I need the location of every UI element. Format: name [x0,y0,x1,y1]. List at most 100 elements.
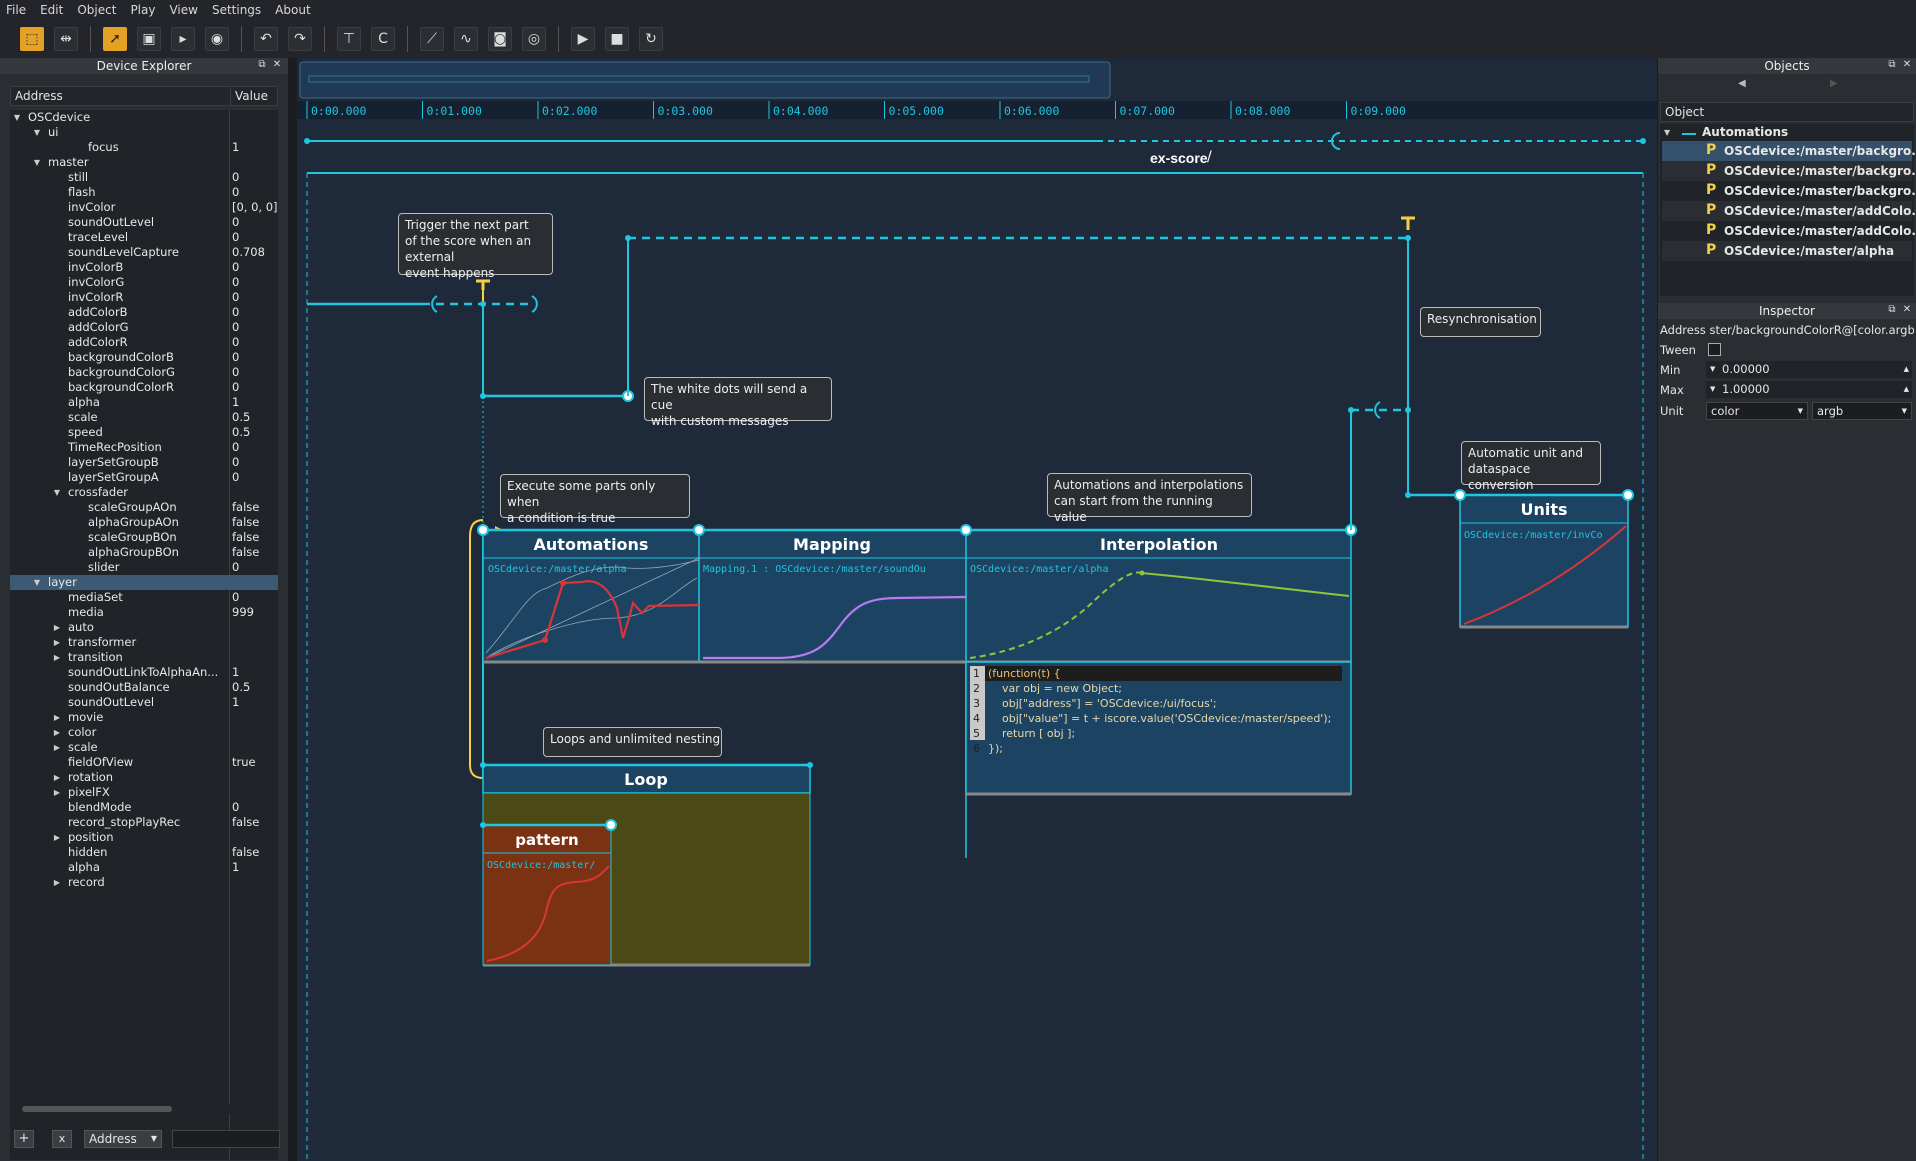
tree-row[interactable]: ▼master [10,155,278,170]
condition-bracket[interactable] [470,520,483,778]
tree-row[interactable]: slider0 [10,560,278,575]
tree-row[interactable]: speed0.5 [10,425,278,440]
collapse-arrow-icon[interactable]: ▶ [52,725,62,740]
note-units[interactable]: Automatic unit and dataspace conversion [1461,441,1601,485]
minimap[interactable] [300,62,1110,98]
tree-row[interactable]: traceLevel0 [10,230,278,245]
interpolation-box-title[interactable]: Interpolation [1100,535,1218,554]
menu-object[interactable]: Object [77,3,116,17]
tree-row[interactable]: addColorR0 [10,335,278,350]
menu-settings[interactable]: Settings [212,3,261,17]
record-icon[interactable]: ◎ [522,27,546,51]
collapse-arrow-icon[interactable]: ▶ [52,620,62,635]
mapping-box-title[interactable]: Mapping [793,535,871,554]
max-spinbox[interactable]: ▼ 1.00000 ▲ [1706,381,1912,398]
object-item[interactable]: POSCdevice:/master/addColo... [1662,221,1912,241]
code-line[interactable]: obj["value"] = t + iscore.value('OSCdevi… [988,712,1331,725]
tree-row-value[interactable]: 0 [232,365,239,380]
edit-name-icon[interactable]: / [1207,149,1212,165]
tree-row-value[interactable]: 0 [232,455,239,470]
objects-group-label[interactable]: Automations [1702,125,1788,139]
note-running-value[interactable]: Automations and interpolations can start… [1047,473,1252,517]
filter-input[interactable] [172,1130,280,1148]
scrollbar-thumb[interactable] [22,1106,172,1112]
tree-row-value[interactable]: false [232,815,259,830]
tree-row[interactable]: ▶scale [10,740,278,755]
tree-row-value[interactable]: 0 [232,380,239,395]
object-item[interactable]: POSCdevice:/master/backgro... [1662,141,1912,161]
tree-row[interactable]: soundOutBalance0.5 [10,680,278,695]
tree-row[interactable]: ▶transition [10,650,278,665]
object-item[interactable]: POSCdevice:/master/addColo... [1662,201,1912,221]
tree-row[interactable]: focus1 [10,140,278,155]
state-icon[interactable]: ◉ [205,27,229,51]
tree-row[interactable]: blendMode0 [10,800,278,815]
tree-row-value[interactable]: 0 [232,800,239,815]
tree-row[interactable]: soundOutLinkToAlphaAn...1 [10,665,278,680]
address-column-header[interactable]: Address [15,87,63,105]
play-icon[interactable]: ▶ [571,27,595,51]
float-icon[interactable]: ⧉ [256,59,268,71]
nav-forward-icon[interactable]: ▶ [1830,78,1838,89]
objects-header[interactable]: Object [1660,102,1914,122]
tree-row-value[interactable]: 1 [232,140,239,155]
play-box-icon[interactable]: ▸ [171,27,195,51]
tree-row-value[interactable]: false [232,515,259,530]
condition-icon[interactable]: C [371,27,395,51]
tree-row-value[interactable]: 0 [232,215,239,230]
collapse-arrow-icon[interactable]: ▶ [52,770,62,785]
stop-icon[interactable]: ■ [605,27,629,51]
tree-row-value[interactable]: 0.5 [232,410,250,425]
tree-row-value[interactable]: 1 [232,860,239,875]
tree-row-value[interactable]: 0.5 [232,680,250,695]
float-icon[interactable]: ⧉ [1886,59,1898,71]
tree-row-value[interactable]: false [232,500,259,515]
tree-row-value[interactable]: 1 [232,395,239,410]
new-box-icon[interactable]: ▣ [137,27,161,51]
unit-sub-select[interactable]: argb ▼ [1812,402,1912,420]
tree-row[interactable]: ▶color [10,725,278,740]
tree-row[interactable]: backgroundColorG0 [10,365,278,380]
automations-box-title[interactable]: Automations [534,535,649,554]
expand-arrow-icon[interactable]: ▼ [1664,128,1670,137]
expand-arrow-icon[interactable]: ▼ [32,575,42,590]
tree-row-value[interactable]: 0 [232,560,239,575]
tree-row[interactable]: ▶rotation [10,770,278,785]
tree-row[interactable]: invColorB0 [10,260,278,275]
tree-row-value[interactable]: 0 [232,260,239,275]
note-resync[interactable]: Resynchronisation [1420,307,1541,337]
tree-row-value[interactable]: 0 [232,275,239,290]
tree-row-value[interactable]: false [232,845,259,860]
close-icon[interactable]: ✕ [1901,59,1913,71]
menu-file[interactable]: File [6,3,26,17]
tree-row[interactable]: scaleGroupAOnfalse [10,500,278,515]
tree-row[interactable]: ▶movie [10,710,278,725]
camera-icon[interactable]: ◙ [488,27,512,51]
tree-row[interactable]: soundOutLevel0 [10,215,278,230]
units-box-title[interactable]: Units [1520,500,1567,519]
tree-row[interactable]: ▶auto [10,620,278,635]
tree-row[interactable]: alphaGroupAOnfalse [10,515,278,530]
tree-row[interactable]: alphaGroupBOnfalse [10,545,278,560]
filter-column-select[interactable]: Address ▼ [84,1130,162,1148]
tree-row[interactable]: TimeRecPosition0 [10,440,278,455]
tree-row[interactable]: invColorR0 [10,290,278,305]
chevron-up-icon[interactable]: ▲ [1904,381,1909,398]
tree-row[interactable]: backgroundColorR0 [10,380,278,395]
tree-row[interactable]: invColorG0 [10,275,278,290]
wave-icon[interactable]: ∿ [454,27,478,51]
value-column-header[interactable]: Value [230,87,268,105]
tree-row-value[interactable]: [0, 0, 0] [232,200,278,215]
tree-row[interactable]: media999 [10,605,278,620]
menu-play[interactable]: Play [130,3,155,17]
tree-row-value[interactable]: 0 [232,335,239,350]
tree-row[interactable]: ▼OSCdevice [10,110,278,125]
chevron-down-icon[interactable]: ▼ [1710,361,1715,378]
pointer-icon[interactable]: ➚ [103,27,127,51]
undo-icon[interactable]: ↶ [254,27,278,51]
collapse-arrow-icon[interactable]: ▶ [52,875,62,890]
tree-row[interactable]: soundLevelCapture0.708 [10,245,278,260]
tree-row[interactable]: still0 [10,170,278,185]
trigger-icon[interactable] [476,281,490,290]
tree-row-value[interactable]: 0.708 [232,245,265,260]
